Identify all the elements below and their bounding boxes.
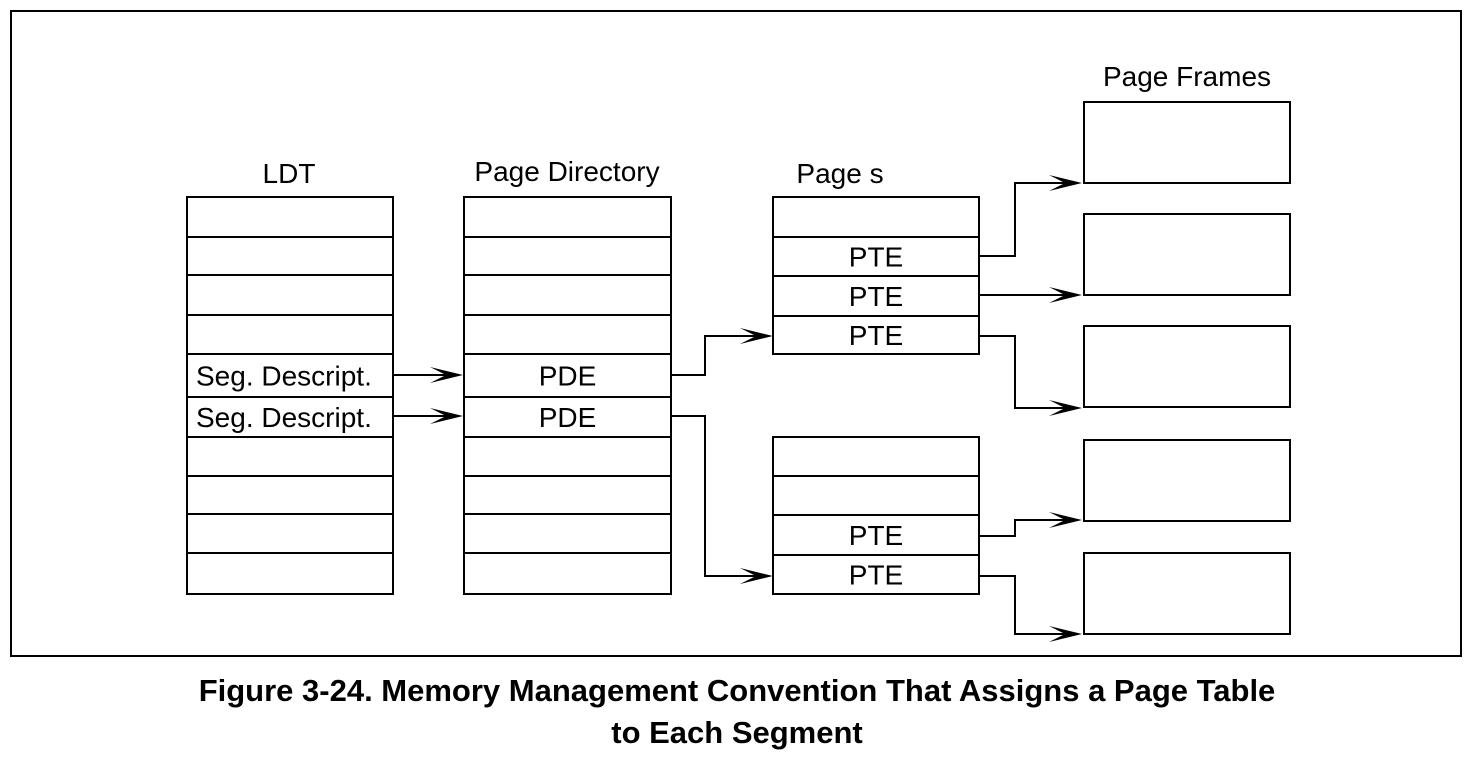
ldt-table: Seg. Descript. Seg. Descript. xyxy=(186,196,394,595)
page-table-2-cell xyxy=(772,475,980,516)
arrow-pte-to-frame-5 xyxy=(979,575,1065,635)
arrowhead xyxy=(1049,287,1082,303)
figure-border xyxy=(10,10,1462,657)
page-directory-table-cell xyxy=(463,314,672,355)
page-table-1-cell xyxy=(772,315,980,355)
page-table-2-cell xyxy=(772,436,980,477)
connectors xyxy=(393,175,1082,642)
page-directory-table-cell xyxy=(463,236,672,276)
page-frame xyxy=(1083,213,1291,296)
page-table-1-cell-label: PTE xyxy=(849,320,903,351)
page-table-1-cell xyxy=(772,196,980,238)
page-table-1-cell xyxy=(772,275,980,317)
arrowhead xyxy=(1049,400,1082,416)
page-table-2: PTE PTE xyxy=(772,436,980,595)
ldt-table-cell xyxy=(186,552,394,595)
ldt-table-cell xyxy=(186,436,394,477)
arrowhead xyxy=(430,367,463,383)
arrowhead xyxy=(430,408,463,424)
page-table-1-cell-label: PTE xyxy=(849,242,903,273)
page-frame xyxy=(1083,325,1291,408)
page-directory-title: Page Directory xyxy=(474,156,659,187)
page-directory-table-cell xyxy=(463,274,672,316)
page-directory-table: PDE PDE xyxy=(463,196,672,595)
ldt-table-cell xyxy=(186,274,394,316)
page-directory-table-cell xyxy=(463,436,672,477)
page-directory-table-cell xyxy=(463,196,672,238)
page-directory-table-cell xyxy=(463,475,672,515)
tables-layer: Seg. Descript.Seg. Descript.PDEPDEPTEPTE… xyxy=(186,196,980,595)
arrowhead xyxy=(1049,626,1082,642)
arrow-pte-to-frame-3 xyxy=(979,335,1065,409)
ldt-table-cell xyxy=(186,475,394,515)
page-table-2-cell xyxy=(772,514,980,556)
page-table-1-cell-label: PTE xyxy=(849,281,903,312)
page-table-2-cell xyxy=(772,554,980,595)
ldt-table-cell-label: Seg. Descript. xyxy=(196,402,372,433)
ldt-table-cell xyxy=(186,513,394,554)
figure-caption-line-1: Figure 3-24. Memory Management Conventio… xyxy=(199,673,1276,708)
page-directory-table-cell xyxy=(463,552,672,595)
arrow-pde-to-table-1 xyxy=(671,335,756,376)
arrowhead xyxy=(1049,512,1082,528)
arrow-pte-to-frame-4 xyxy=(979,519,1065,537)
arrowhead xyxy=(1049,175,1082,191)
arrow-pde-to-table-2 xyxy=(671,415,756,577)
arrow-pte-to-frame-1 xyxy=(979,182,1065,257)
ldt-table-cell xyxy=(186,314,394,355)
page-tables-title: Page s xyxy=(796,158,883,189)
ldt-table-cell xyxy=(186,236,394,276)
figure-caption-line-2: to Each Segment xyxy=(611,715,863,750)
page-table-2-cell-label: PTE xyxy=(849,560,903,591)
page-frame xyxy=(1083,101,1291,184)
arrowhead xyxy=(740,568,773,584)
arrowhead xyxy=(740,328,773,344)
ldt-title: LDT xyxy=(263,158,316,189)
page-frames-title: Page Frames xyxy=(1103,61,1271,92)
page-frames-group xyxy=(1083,101,1291,635)
page-frame xyxy=(1083,439,1291,522)
page-directory-table-cell xyxy=(463,513,672,554)
ldt-table-cell xyxy=(186,196,394,238)
page-table-1: PTE PTE PTE xyxy=(772,196,980,355)
page-table-2-cell-label: PTE xyxy=(849,520,903,551)
page-directory-table-cell-label: PDE xyxy=(539,361,597,392)
ldt-table-cell-label: Seg. Descript. xyxy=(196,361,372,392)
page-directory-table-cell xyxy=(463,396,672,438)
page-directory-table-cell-label: PDE xyxy=(539,402,597,433)
page-frame xyxy=(1083,552,1291,635)
